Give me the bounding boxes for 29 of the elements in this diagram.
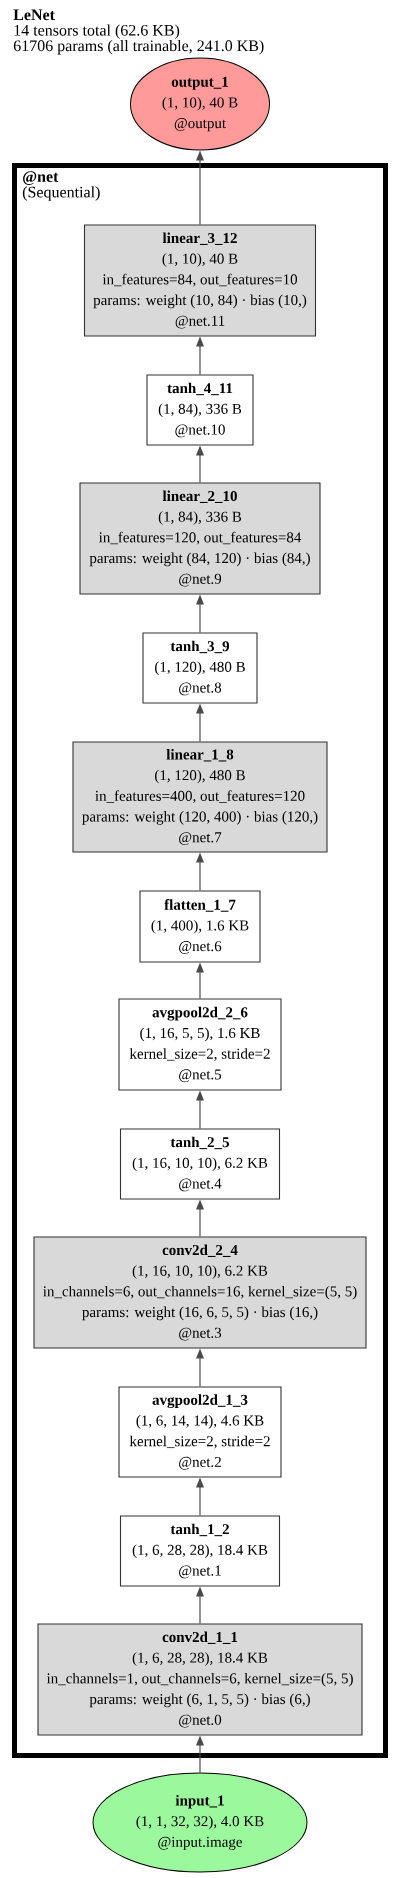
arrow	[196, 150, 204, 226]
layer-box: linear_1_8 (1, 120), 480 B in_features=400, out_features=120 params: weight (120, 400) · bias (120,) @net.7	[72, 741, 328, 853]
summary-text: 14 tensors total (62.6 KB)	[14, 24, 180, 39]
arrow	[196, 1477, 204, 1517]
ellipse-node: output_1 (1, 10), 40 B @output	[130, 57, 270, 151]
layer-box: linear_3_12 (1, 10), 40 B in_features=84, out_features=10 params: weight (10, 84) · bias (10,) @net.11	[83, 224, 317, 337]
arrow	[196, 1735, 204, 1774]
layer-box: tanh_3_9 (1, 120), 480 B @net.8	[142, 632, 258, 704]
arrow	[196, 1199, 204, 1238]
layer-box: avgpool2d_1_3 (1, 6, 14, 14), 4.6 KB kernel_size=2, stride=2 @net.2	[118, 1386, 282, 1478]
arrow	[196, 1348, 204, 1388]
arrow	[196, 594, 204, 634]
arrow	[196, 445, 204, 484]
layer-box: avgpool2d_2_6 (1, 16, 5, 5), 1.6 KB kernel_size=2, stride=2 @net.5	[118, 998, 282, 1091]
layer-box: tanh_4_11 (1, 84), 336 B @net.10	[146, 374, 254, 446]
arrow	[196, 703, 204, 743]
layer-box: flatten_1_7 (1, 400), 1.6 KB @net.6	[139, 890, 261, 963]
ellipse-node: input_1 (1, 1, 32, 32), 4.0 KB @input.image	[92, 1772, 308, 1873]
arrow	[196, 962, 204, 1000]
layer-box: conv2d_1_1 (1, 6, 28, 28), 18.4 KB in_channels=1, out_channels=6, kernel_size=(5, 5) params: weight (6, 1, 5, 5) · bias (6,) @net.0	[37, 1623, 363, 1736]
title: LeNet	[13, 9, 55, 21]
layer-box: conv2d_2_4 (1, 16, 10, 10), 6.2 KB in_channels=6, out_channels=16, kernel_size=(5, 5) params: weight (16, 6, 5, 5) · bias (16,) @net.3	[33, 1236, 367, 1349]
arrow	[196, 336, 204, 376]
arrow	[196, 1586, 204, 1625]
layer-box: tanh_2_5 (1, 16, 10, 10), 6.2 KB @net.4	[119, 1128, 281, 1200]
layer-box: linear_2_10 (1, 84), 336 B in_features=120, out_features=84 params: weight (84, 120) · bias (84,) @net.9	[79, 482, 321, 595]
layer-box: tanh_1_2 (1, 6, 28, 28), 18.4 KB @net.1	[119, 1515, 281, 1587]
arrow	[196, 852, 204, 892]
arrow	[196, 1090, 204, 1130]
